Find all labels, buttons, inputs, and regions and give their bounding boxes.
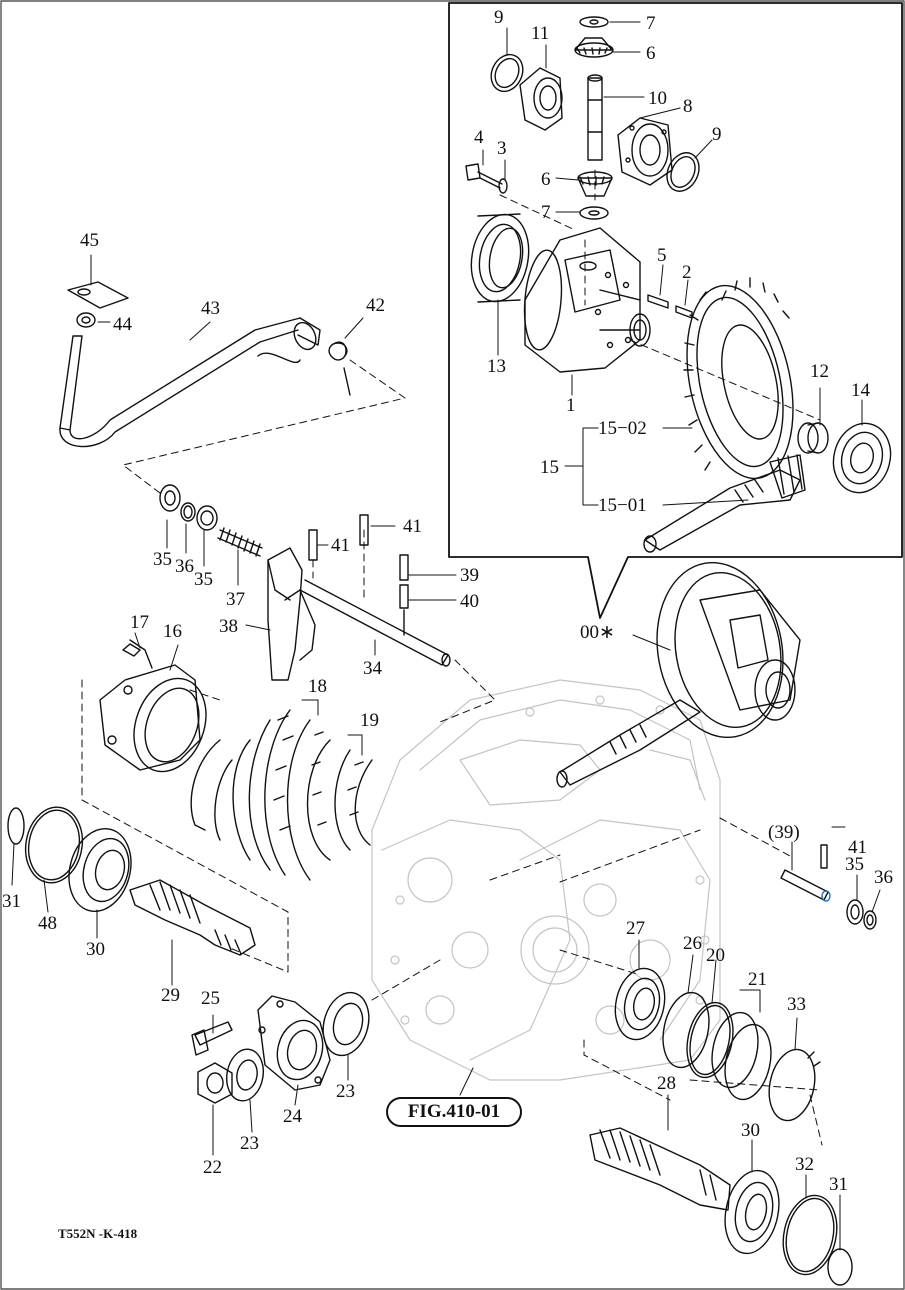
- callout-33: 33: [787, 994, 806, 1015]
- callout-2: 2: [682, 262, 692, 283]
- callout-18: 18: [308, 676, 327, 697]
- callout-9: 9: [494, 7, 504, 28]
- callout-7-lower: 7: [541, 202, 551, 223]
- callout-29: 29: [161, 985, 180, 1006]
- callout-37: 37: [226, 589, 245, 610]
- callout-41-b: 41: [403, 516, 422, 537]
- callout-1: 1: [566, 395, 576, 416]
- callout-6: 6: [646, 43, 656, 64]
- callout-15: 15: [540, 457, 559, 478]
- lower-left-assembly: [191, 991, 370, 1104]
- callout-25: 25: [201, 988, 220, 1009]
- callout-19: 19: [360, 710, 379, 731]
- callout-31: 31: [2, 891, 21, 912]
- callout-39: 39: [460, 565, 479, 586]
- detail-inset-frame: [448, 2, 903, 619]
- callout-35-b: 35: [194, 569, 213, 590]
- differential-assembly-00: [556, 561, 801, 788]
- left-shaft-assembly: [7, 806, 256, 956]
- callout-40: 40: [460, 591, 479, 612]
- right-shaft-assembly: [589, 844, 877, 1286]
- callout-42: 42: [366, 295, 385, 316]
- callout-15-02: 15−02: [598, 418, 647, 439]
- callout-22: 22: [203, 1157, 222, 1178]
- callout-31-right: 31: [829, 1174, 848, 1195]
- callout-7: 7: [646, 13, 656, 34]
- leader-lines: [11, 21, 881, 1251]
- callout-00: 00∗: [580, 622, 615, 643]
- callout-27: 27: [626, 918, 645, 939]
- callout-20: 20: [706, 945, 725, 966]
- callout-4: 4: [474, 127, 484, 148]
- callout-30-right: 30: [741, 1120, 760, 1141]
- callout-11: 11: [531, 23, 550, 44]
- clutch-plates: [190, 709, 373, 881]
- callout-35-right: 35: [845, 854, 864, 875]
- callout-36-right: 36: [874, 867, 893, 888]
- callout-26: 26: [683, 933, 702, 954]
- callout-24: 24: [283, 1106, 302, 1127]
- callout-45: 45: [80, 230, 99, 251]
- assembly-lines: [81, 169, 823, 1146]
- inset-parts: [465, 16, 892, 553]
- callout-5: 5: [657, 245, 667, 266]
- callout-17: 17: [130, 612, 149, 633]
- callout-16: 16: [163, 621, 182, 642]
- callout-15-01: 15−01: [598, 495, 647, 516]
- callout-23-b: 23: [240, 1133, 259, 1154]
- callout-30: 30: [86, 939, 105, 960]
- callout-9-right: 9: [712, 124, 722, 145]
- callout-10: 10: [648, 88, 667, 109]
- callout-13: 13: [487, 356, 506, 377]
- callout-3: 3: [497, 138, 507, 159]
- callout-36: 36: [175, 556, 194, 577]
- figure-reference-badge[interactable]: FIG.410-01: [386, 1097, 522, 1127]
- callout-32: 32: [795, 1154, 814, 1175]
- callout-48: 48: [38, 913, 57, 934]
- callout-14: 14: [851, 380, 870, 401]
- callout-35: 35: [153, 549, 172, 570]
- drawing-code: T552N -K-418: [58, 1226, 138, 1241]
- shift-linkage: [59, 281, 351, 448]
- callout-21: 21: [748, 969, 767, 990]
- callout-43: 43: [201, 298, 220, 319]
- callout-44: 44: [113, 314, 132, 335]
- callout-12: 12: [810, 361, 829, 382]
- callout-28: 28: [657, 1073, 676, 1094]
- callout-38: 38: [219, 616, 238, 637]
- callout-41: 41: [331, 535, 350, 556]
- transmission-case: [371, 679, 721, 1081]
- bearing-retainer-16: [99, 639, 207, 773]
- shifter-parts: [159, 484, 451, 681]
- callout-41-right: 41: [848, 837, 867, 858]
- callout-6-lower: 6: [541, 169, 551, 190]
- callout-39-paren: (39): [768, 822, 800, 843]
- callout-8: 8: [683, 96, 693, 117]
- callout-23: 23: [336, 1081, 355, 1102]
- callout-34: 34: [363, 658, 382, 679]
